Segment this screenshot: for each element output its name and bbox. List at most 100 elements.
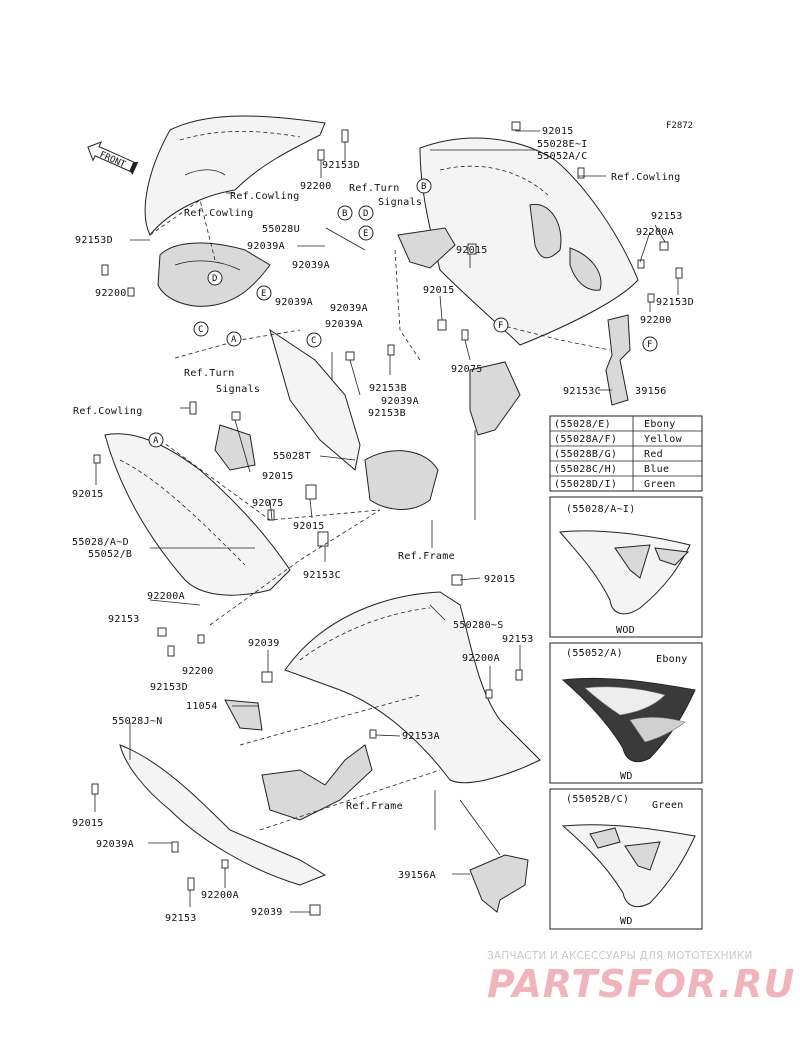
label-92200A: 92200A [462, 653, 500, 664]
color-code: (55028/E) [554, 419, 611, 430]
ref-turn-signals-1b: Signals [378, 197, 422, 208]
ref-cowling-4: Ref.Cowling [73, 406, 143, 417]
callout-F-2: F [642, 336, 658, 352]
variant-title: (55028/A~I) [566, 504, 636, 515]
label-11054: 11054 [186, 701, 218, 712]
ref-turn-signals-1: Ref.Turn [349, 183, 400, 194]
callout-B-1: B [416, 178, 432, 194]
svg-text:B: B [342, 209, 347, 219]
reference-labels: Ref.Cowling Ref.Cowling Ref.Cowling Ref.… [73, 172, 681, 812]
color-code: (55028C/H) [554, 464, 617, 475]
label-39156: 39156 [635, 386, 667, 397]
label-92153C: 92153C [303, 570, 341, 581]
svg-text:C: C [311, 336, 316, 346]
variant-caption: WD [620, 771, 633, 782]
label-92153: 92153 [165, 913, 197, 924]
color-name: Ebony [644, 419, 676, 430]
color-code: (55028A/F) [554, 434, 617, 445]
front-arrow: FRONT [87, 141, 139, 175]
label-92153: 92153 [502, 634, 534, 645]
variant-color: Green [652, 800, 684, 811]
part-number-labels: 92015 55028E~I 55052A/C 92153D 92200 921… [72, 126, 694, 924]
reference-dashed-lines [149, 199, 611, 831]
label-92153B: 92153B [368, 408, 406, 419]
label-92153D: 92153D [150, 682, 188, 693]
bracket-39156 [605, 314, 631, 406]
label-550280-S: 550280~S [453, 620, 504, 631]
variant-caption: WD [620, 916, 633, 927]
callout-F-1: F [493, 317, 509, 333]
leader-lines [94, 130, 679, 913]
belly-pan-55028J-N [119, 744, 327, 886]
color-table: (55028/E) Ebony (55028A/F) Yellow (55028… [549, 415, 703, 492]
label-92015: 92015 [542, 126, 574, 137]
callout-D-2: D [207, 270, 223, 286]
label-92015: 92015 [72, 489, 104, 500]
variant-box-55028-A-I: (55028/A~I) WOD [549, 496, 703, 638]
ref-turn-signals-2b: Signals [216, 384, 260, 395]
label-55028-A-D: 55028/A~D [72, 537, 129, 548]
ref-frame-2: Ref.Frame [346, 801, 403, 812]
lower-cowl-main [284, 591, 541, 784]
svg-text:A: A [153, 436, 159, 446]
label-55052A-C: 55052A/C [537, 151, 588, 162]
callout-B-2: B [337, 205, 353, 221]
turn-signal-mount-right [397, 227, 456, 269]
color-name: Blue [644, 464, 669, 475]
variant-title: (55052B/C) [566, 794, 629, 805]
svg-text:F: F [498, 321, 503, 331]
ref-cowling-1: Ref.Cowling [230, 191, 300, 202]
svg-text:A: A [231, 335, 237, 345]
label-92015: 92015 [293, 521, 325, 532]
svg-text:B: B [421, 182, 426, 192]
label-55028U: 55028U [262, 224, 300, 235]
label-92153: 92153 [108, 614, 140, 625]
svg-text:E: E [363, 229, 368, 239]
label-92075: 92075 [451, 364, 483, 375]
label-55028J-N: 55028J~N [112, 716, 163, 727]
callout-E-1: E [358, 225, 374, 241]
label-39156A: 39156A [398, 870, 436, 881]
label-92200: 92200 [640, 315, 672, 326]
frame-bracket-right [469, 361, 521, 436]
ref-frame-1: Ref.Frame [398, 551, 455, 562]
label-92015: 92015 [456, 245, 488, 256]
label-92015: 92015 [423, 285, 455, 296]
label-92015: 92015 [72, 818, 104, 829]
color-name: Yellow [644, 434, 683, 445]
color-name: Green [644, 479, 676, 490]
ref-cowling-3: Ref.Cowling [611, 172, 681, 183]
label-92039A: 92039A [275, 297, 313, 308]
label-92015: 92015 [262, 471, 294, 482]
label-92200: 92200 [95, 288, 127, 299]
variant-color: Ebony [656, 654, 688, 665]
label-55028E-I: 55028E~I [537, 139, 588, 150]
color-name: Red [644, 449, 663, 460]
label-92153: 92153 [651, 211, 683, 222]
label-92039A: 92039A [292, 260, 330, 271]
svg-text:C: C [198, 325, 203, 335]
figure-code: F2872 [666, 121, 693, 131]
label-55028T: 55028T [273, 451, 311, 462]
label-92200: 92200 [182, 666, 214, 677]
label-92015: 92015 [484, 574, 516, 585]
ref-turn-signals-2: Ref.Turn [184, 368, 235, 379]
ref-cowling-2: Ref.Cowling [184, 208, 254, 219]
watermark-brand: PARTSFOR.RU [487, 962, 796, 1006]
svg-text:D: D [363, 209, 368, 219]
label-92075: 92075 [252, 498, 284, 509]
callout-markers: B B D E D E C A C F F A [148, 178, 658, 448]
variant-box-55052B-C: (55052B/C) Green WD [549, 788, 703, 930]
label-92039: 92039 [251, 907, 283, 918]
middle-cowl-left [104, 433, 291, 596]
callout-D-1: D [358, 205, 374, 221]
label-92039A: 92039A [330, 303, 368, 314]
callout-C-1: C [193, 321, 209, 337]
label-92200: 92200 [300, 181, 332, 192]
inner-panel-55028T [269, 328, 361, 471]
label-92153D: 92153D [322, 160, 360, 171]
label-92200A: 92200A [201, 890, 239, 901]
label-92200A: 92200A [147, 591, 185, 602]
variant-caption: WOD [616, 625, 635, 636]
